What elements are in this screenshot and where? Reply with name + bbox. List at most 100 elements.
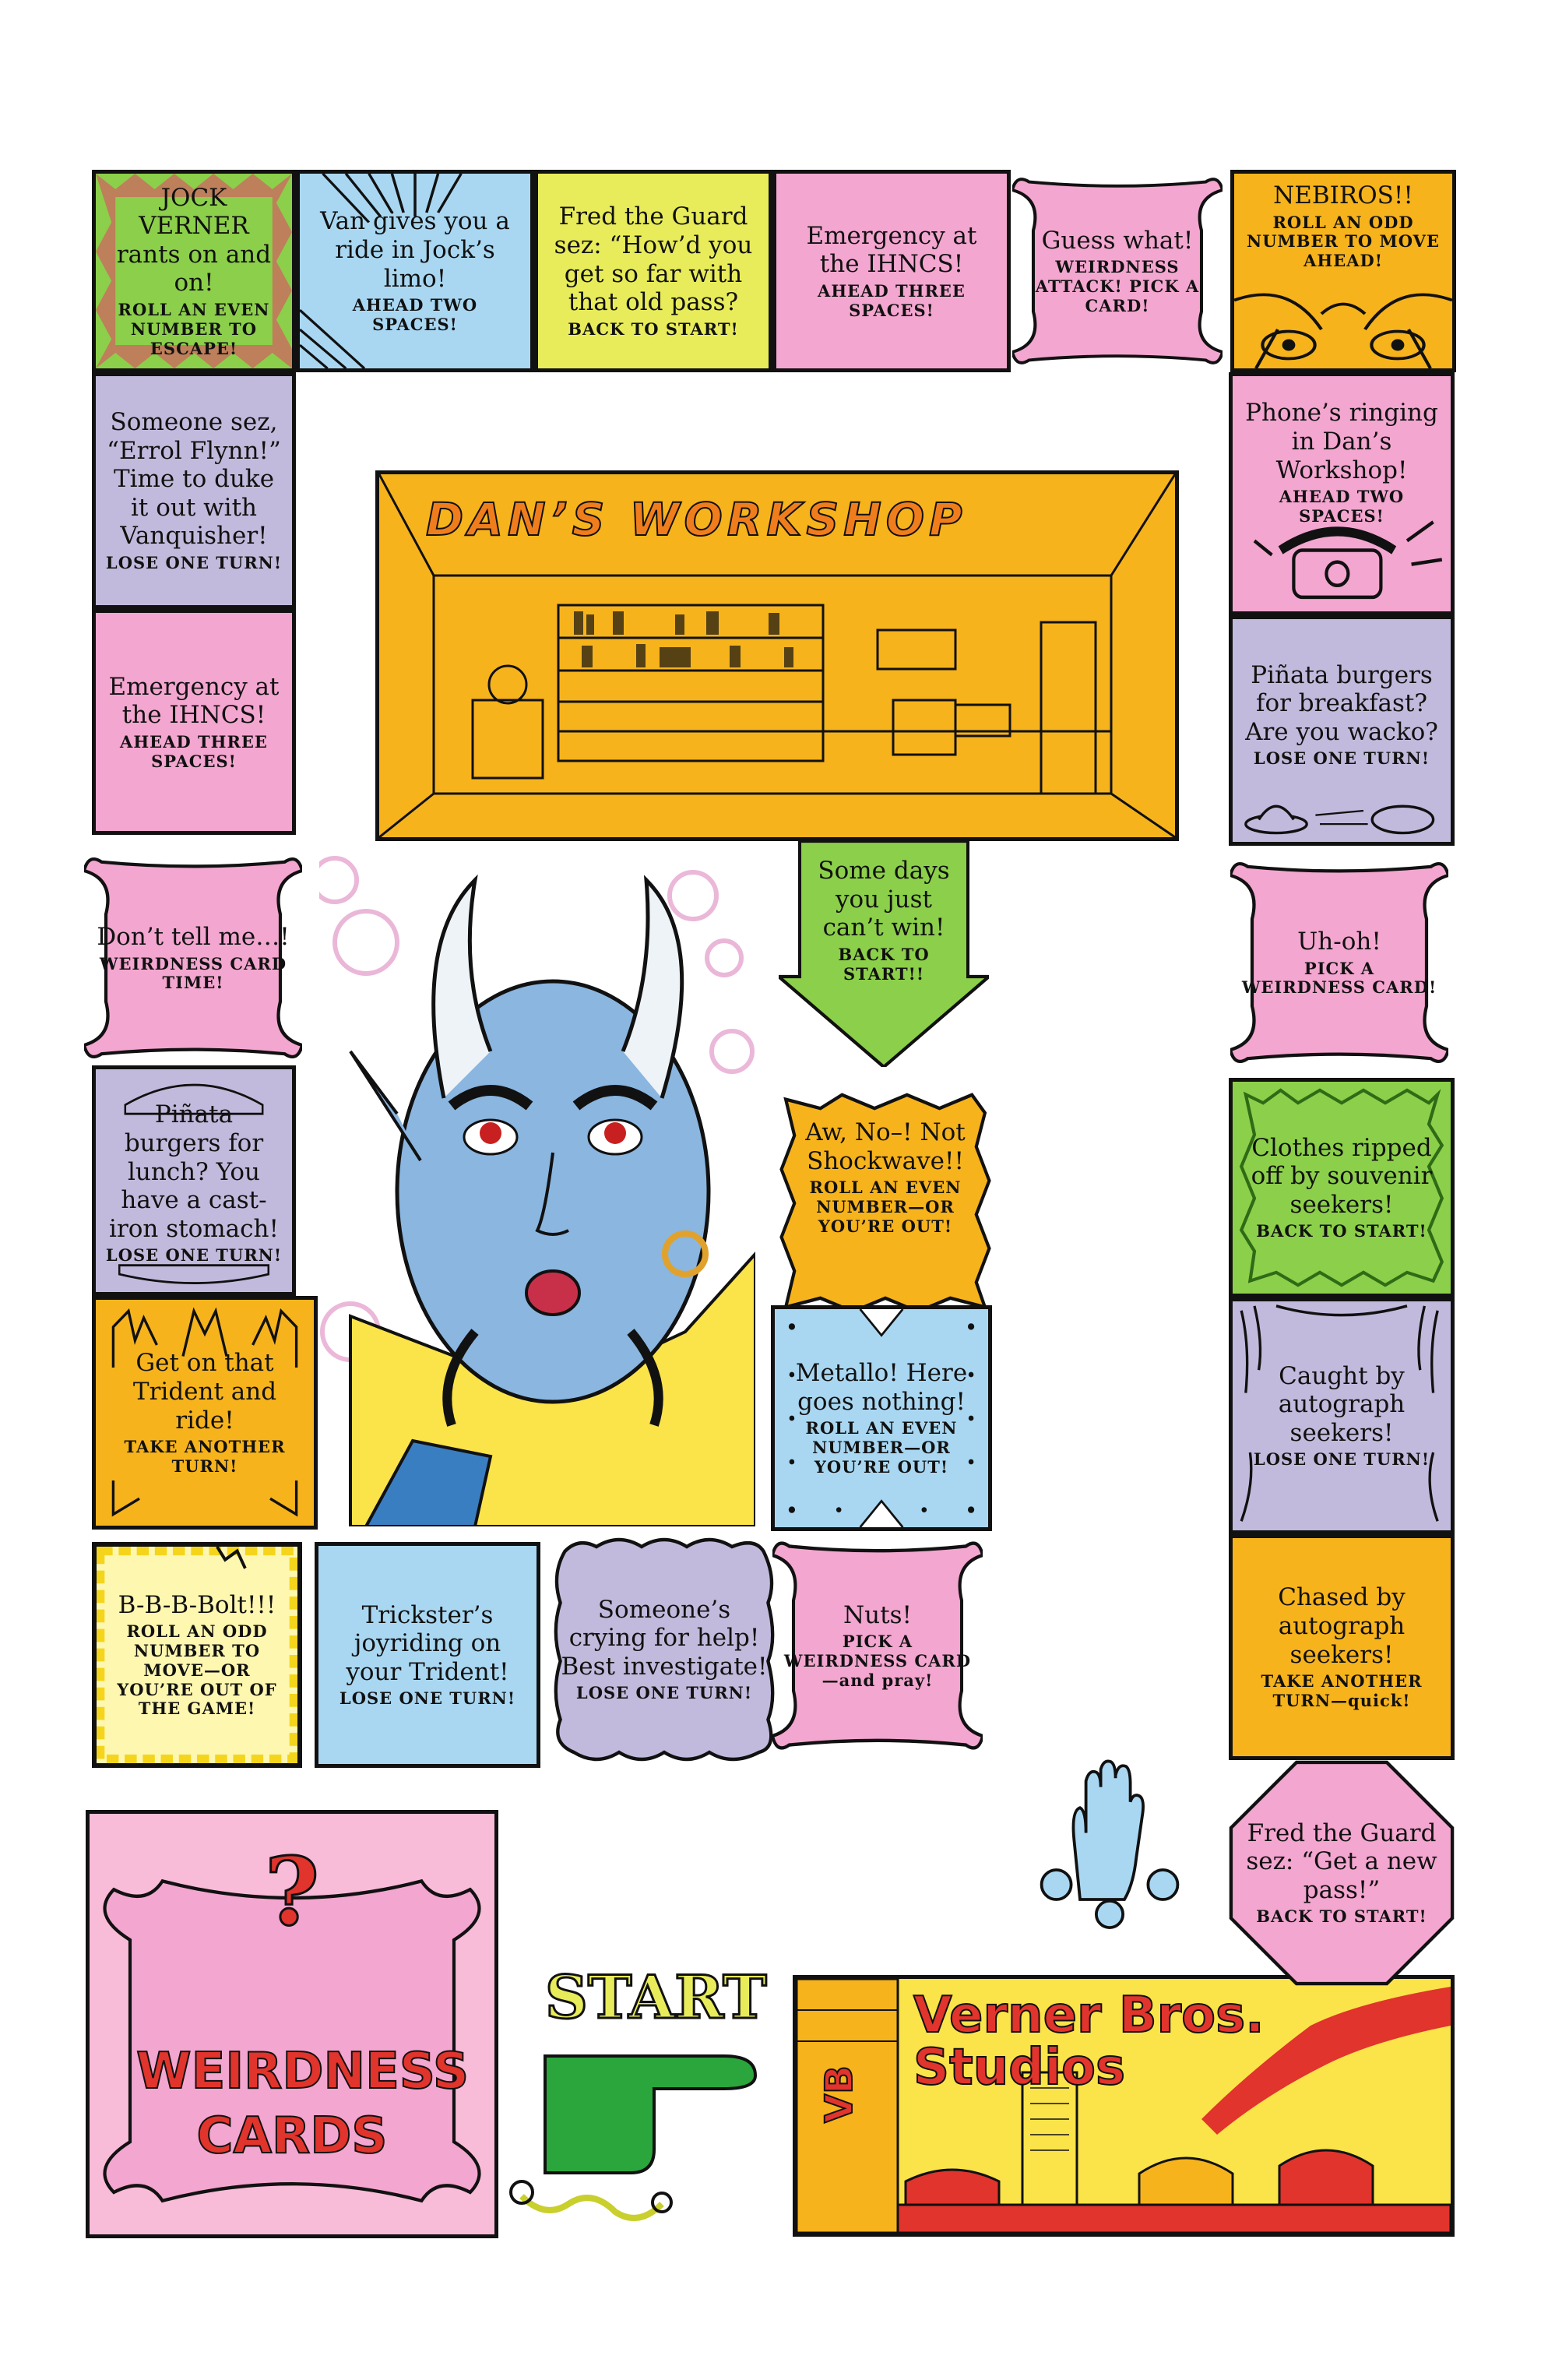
square-instruction: TAKE ANOTHER TURN!: [124, 1437, 286, 1476]
square-main-text: Nuts!: [843, 1600, 912, 1629]
square-chased-autograph[interactable]: Chased by autograph seekers!TAKE ANOTHER…: [1229, 1534, 1455, 1760]
square-burgers-breakfast[interactable]: Piñata burgers for breakfast? Are you wa…: [1229, 615, 1455, 846]
square-fred-new-pass[interactable]: Fred the Guard sez: “Get a new pass!”BAC…: [1229, 1760, 1455, 1986]
reaching-hands-icon: [1240, 1304, 1439, 1522]
square-emergency-ihncs-top[interactable]: Emergency at the IHNCS!AHEAD THREE SPACE…: [772, 170, 1011, 372]
square-weirdness-attack[interactable]: Guess what!WEIRDNESS ATTACK! PICK A CARD…: [1012, 170, 1223, 372]
square-phone-ringing[interactable]: Phone’s ringing in Dan’s Workshop!AHEAD …: [1229, 372, 1455, 615]
square-instruction: ROLL AN ODD NUMBER TO MOVE AHEAD!: [1247, 212, 1440, 271]
square-instruction: WEIRDNESS ATTACK! PICK A CARD!: [1035, 257, 1200, 315]
square-main-text: Fred the Guard sez: “How’d you get so fa…: [554, 202, 753, 317]
square-emergency-ihncs-left[interactable]: Emergency at the IHNCS!AHEAD THREE SPACE…: [92, 609, 296, 835]
square-trickster[interactable]: Trickster’s joyriding on your Trident!LO…: [315, 1542, 540, 1768]
down-arrow-icon: [779, 841, 989, 1067]
square-nebiros[interactable]: NEBIROS!! ROLL AN ODD NUMBER TO MOVE AHEA…: [1230, 170, 1456, 372]
square-instruction: LOSE ONE TURN!: [105, 1245, 283, 1266]
verner-bros-studios-panel: VB Verner Bros. Studios: [793, 1975, 1455, 2237]
burger-icon: [118, 1083, 270, 1284]
square-main-text: Piñata burgers for lunch? You have a cas…: [109, 1100, 279, 1243]
square-trident-ride[interactable]: Get on that Trident and ride!TAKE ANOTHE…: [92, 1296, 318, 1530]
square-main-text: Chased by autograph seekers!: [1278, 1583, 1406, 1669]
square-main-text: Emergency at the IHNCS!: [108, 672, 280, 730]
weirdness-cards-box: ? WEIRDNESS CARDS: [86, 1810, 498, 2238]
square-instruction: PICK A WEIRDNESS CARD—and pray!: [783, 1632, 972, 1690]
scroll-banner-icon: [103, 1878, 481, 2203]
square-dont-tell-me[interactable]: Don’t tell me…!WEIRDNESS CARD TIME!: [84, 849, 302, 1067]
square-instruction: LOSE ONE TURN!: [1253, 1449, 1430, 1470]
square-instruction: TAKE ANOTHER TURN—quick!: [1261, 1671, 1423, 1710]
telephone-icon: [1253, 520, 1443, 600]
square-main-text: Some days you just can’t win!: [818, 857, 950, 942]
weirdness-cards-label[interactable]: WEIRDNESS CARDS: [135, 2042, 470, 2166]
square-main-text: Don’t tell me…!: [97, 922, 290, 951]
question-mark-icon: ?: [263, 1836, 320, 1949]
workshop-title: DAN’S WORKSHOP: [425, 492, 967, 547]
square-caught-autograph[interactable]: Caught by autograph seekers!LOSE ONE TUR…: [1229, 1297, 1455, 1534]
square-instruction: AHEAD TWO SPACES!: [1279, 487, 1405, 526]
torn-paper-icon: [779, 1093, 991, 1314]
square-instruction: AHEAD THREE SPACES!: [120, 731, 268, 771]
square-bolt[interactable]: B-B-B-Bolt!!!ROLL AN ODD NUMBER TO MOVE—…: [92, 1542, 302, 1768]
square-main-text: Caught by autograph seekers!: [1278, 1361, 1406, 1447]
square-main-text: Metallo! Here goes nothing!: [795, 1359, 968, 1416]
striped-pattern-icon: [300, 174, 463, 368]
nebiros-face-illustration: [319, 849, 755, 1526]
square-errol-flynn[interactable]: Someone sez, “Errol Flynn!” Time to duke…: [92, 372, 296, 609]
scroll-banner-icon: [1012, 178, 1223, 364]
square-instruction: BACK TO START!!: [838, 944, 930, 984]
demon-face-icon: [1234, 293, 1452, 368]
metal-plate-icon: [788, 1309, 975, 1527]
torn-cloth-icon: [1239, 1088, 1444, 1287]
square-instruction: ROLL AN ODD NUMBER TO MOVE—OR YOU’RE OUT…: [117, 1621, 277, 1719]
square-nuts[interactable]: Nuts! PICK A WEIRDNESS CARD—and pray!: [772, 1533, 983, 1759]
square-main-text: Emergency at the IHNCS!: [806, 221, 977, 279]
square-instruction: ROLL AN EVEN NUMBER TO ESCAPE!: [118, 300, 270, 358]
square-main-text: JOCK VERNER rants on and on!: [116, 183, 272, 298]
square-main-text: Uh-oh!: [1297, 927, 1381, 956]
square-main-text: Van gives you a ride in Jock’s limo!: [320, 207, 510, 293]
start-space[interactable]: START: [498, 1955, 771, 2235]
studio-skyline-icon: [797, 1979, 1451, 2233]
square-main-text: Aw, No–! Not Shockwave!!: [805, 1118, 966, 1175]
cloud-frame-icon: [554, 1537, 775, 1762]
square-instruction: PICK A WEIRDNESS CARD!: [1241, 958, 1437, 998]
octagon-frame-icon: [1229, 1760, 1455, 1986]
workshop-room-icon: [379, 474, 1175, 837]
square-clothes-ripped[interactable]: Clothes ripped off by souvenir seekers!B…: [1229, 1078, 1455, 1297]
square-some-days[interactable]: Some days you just can’t win!BACK TO STA…: [779, 841, 989, 1067]
square-instruction: LOSE ONE TURN!: [575, 1683, 753, 1703]
square-main-text: Someone sez, “Errol Flynn!” Time to duke…: [107, 408, 281, 551]
square-fred-old-pass[interactable]: Fred the Guard sez: “How’d you get so fa…: [534, 170, 772, 372]
pointing-hand-icon: [509, 2054, 758, 2221]
square-jock-verner[interactable]: JOCK VERNER rants on and on!ROLL AN EVEN…: [92, 170, 296, 372]
dans-workshop-panel: DAN’S WORKSHOP: [375, 470, 1179, 841]
square-shockwave[interactable]: Aw, No–! Not Shockwave!!ROLL AN EVEN NUM…: [777, 1090, 994, 1316]
vb-logo: VB: [817, 2065, 862, 2124]
trident-outline-icon: [111, 1307, 298, 1517]
square-main-text: Clothes ripped off by souvenir seekers!: [1251, 1133, 1433, 1219]
square-main-text: B-B-B-Bolt!!!: [118, 1590, 276, 1619]
square-instruction: AHEAD THREE SPACES!: [818, 280, 966, 320]
square-metallo[interactable]: Metallo! Here goes nothing!ROLL AN EVEN …: [771, 1305, 992, 1531]
square-main-text: Fred the Guard sez: “Get a new pass!”: [1246, 1818, 1437, 1904]
square-crying-for-help[interactable]: Someone’s crying for help! Best investig…: [551, 1533, 777, 1766]
square-main-text: NEBIROS!!: [1273, 181, 1413, 209]
square-instruction: LOSE ONE TURN!: [105, 553, 283, 573]
scroll-banner-icon: [84, 857, 302, 1058]
square-main-text: Someone’s crying for help! Best investig…: [561, 1595, 768, 1681]
square-instruction: AHEAD TWO SPACES!: [352, 295, 478, 334]
studio-name: Verner Bros. Studios: [913, 1988, 1265, 2095]
square-main-text: Phone’s ringing in Dan’s Workshop!: [1245, 399, 1438, 484]
lightning-icon: [97, 1547, 297, 1763]
square-main-text: Guess what!: [1041, 226, 1194, 255]
square-uh-oh[interactable]: Uh-oh!PICK A WEIRDNESS CARD!: [1230, 854, 1448, 1072]
sombrero-burger-icon: [1244, 804, 1435, 835]
square-instruction: BACK TO START!: [1256, 1221, 1427, 1241]
square-instruction: ROLL AN EVEN NUMBER—OR YOU’RE OUT!: [805, 1418, 958, 1477]
square-instruction: LOSE ONE TURN!: [339, 1688, 516, 1709]
scroll-banner-icon: [772, 1541, 983, 1750]
square-burgers-lunch[interactable]: Piñata burgers for lunch? You have a cas…: [92, 1065, 296, 1296]
square-instruction: BACK TO START!: [1256, 1906, 1427, 1927]
square-instruction: BACK TO START!: [568, 319, 739, 339]
square-van-limo[interactable]: Van gives you a ride in Jock’s limo!AHEA…: [296, 170, 534, 372]
